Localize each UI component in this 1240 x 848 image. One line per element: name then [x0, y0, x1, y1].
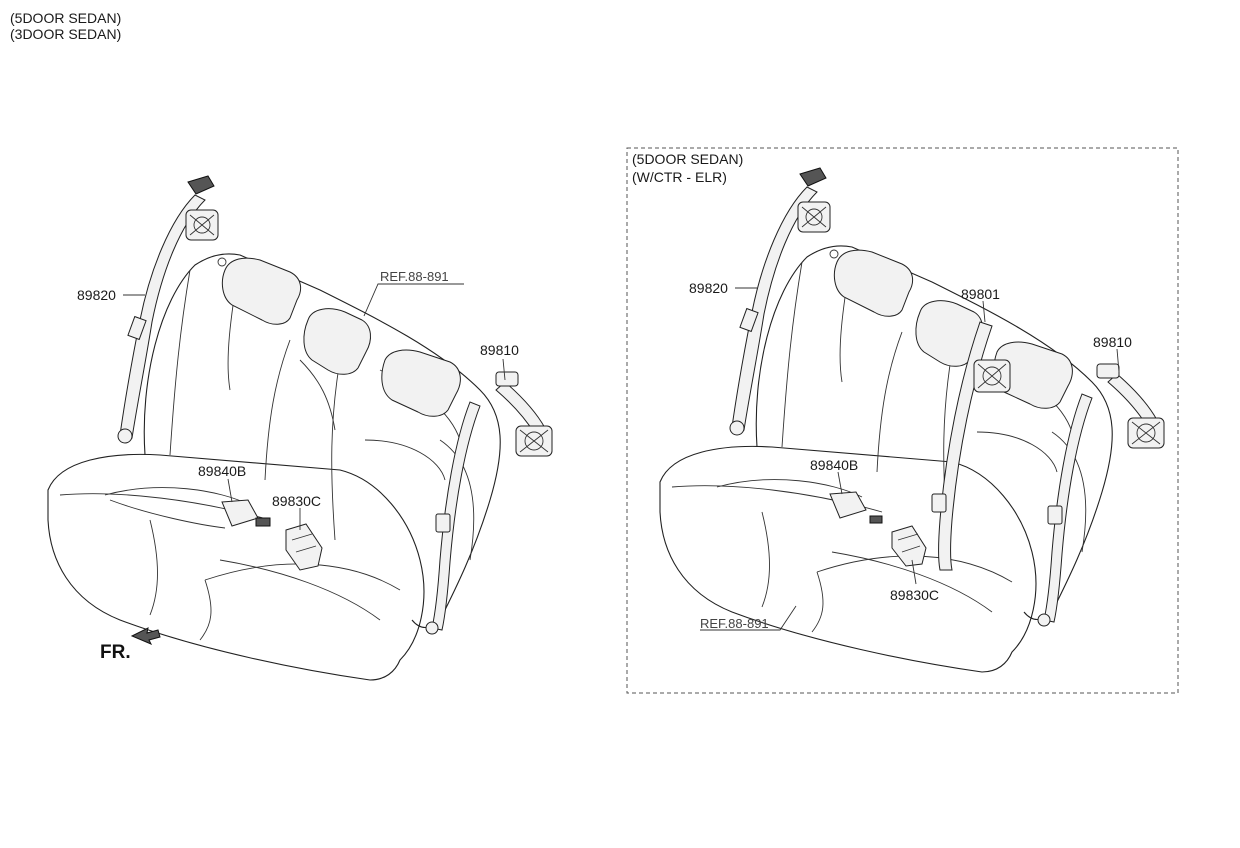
label-89830c: 89830C [890, 587, 939, 603]
right-buckle-89840b [829, 491, 883, 524]
variant-box [626, 147, 1179, 694]
variant-label-1: (5DOOR SEDAN) [10, 10, 122, 26]
left-buckle-89840b [221, 499, 271, 527]
right-buckle-89830c [891, 525, 927, 567]
right-belt-89801 [938, 321, 993, 571]
left-headrest-2 [303, 308, 371, 375]
left-retractor-top [185, 175, 219, 241]
label-89830c: 89830C [272, 493, 321, 509]
label-89840b: 89840B [198, 463, 246, 479]
left-retractor-89810 [495, 371, 553, 457]
left-headrest-1 [221, 257, 302, 325]
left-seat-cushion [47, 453, 425, 681]
left-seat-back [143, 253, 501, 629]
left-buckle-89830c [285, 523, 323, 571]
label-89801: 89801 [961, 286, 1000, 302]
right-retractor-89801 [973, 359, 1011, 393]
label-89820: 89820 [689, 280, 728, 296]
label-89820: 89820 [77, 287, 116, 303]
front-arrow-icon [130, 627, 161, 645]
right-seat-assembly: 89820 89801 89810 89840B 89830C REF.88-8… [659, 167, 1165, 673]
box-title-2: (W/CTR - ELR) [632, 169, 727, 185]
box-title-1: (5DOOR SEDAN) [632, 151, 743, 167]
variant-label-2: (3DOOR SEDAN) [10, 26, 122, 42]
right-retractor-top [797, 167, 831, 233]
front-label: FR. [100, 642, 131, 663]
label-89840b: 89840B [810, 457, 858, 473]
left-seat-assembly: 89820 REF.88-891 89810 89840B 89830C FR. [47, 175, 553, 681]
right-retractor-89810 [1096, 363, 1165, 449]
right-seat-cushion [659, 445, 1037, 673]
right-seat-back [755, 245, 1113, 621]
label-ref-88-891: REF.88-891 [380, 269, 449, 284]
label-89810: 89810 [480, 342, 519, 358]
right-headrest-1 [833, 249, 914, 317]
label-89810: 89810 [1093, 334, 1132, 350]
left-headrest-3 [381, 349, 461, 417]
label-ref-88-891: REF.88-891 [700, 616, 769, 631]
